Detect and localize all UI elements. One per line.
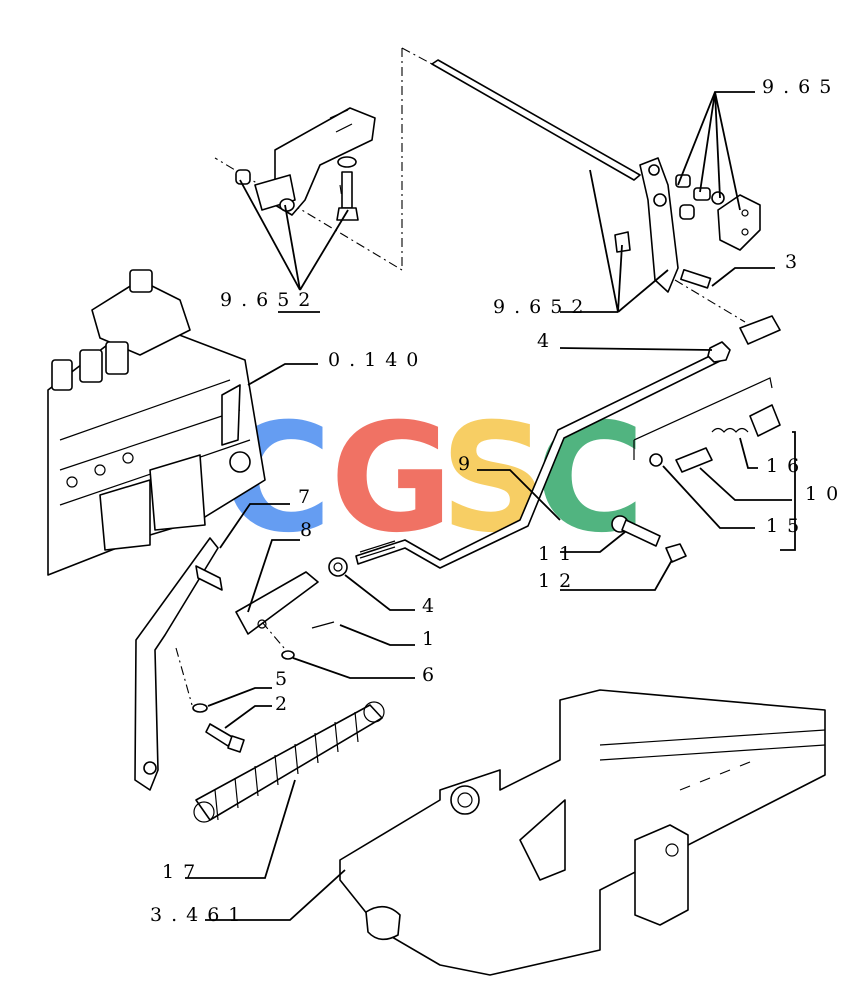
return-spring [193,701,385,823]
pedal-lever [134,537,223,791]
callout-15: 15 [766,515,808,537]
injection-pump [47,269,266,576]
nut-4-top [707,341,731,363]
pin-1-washer-6 [281,621,335,660]
callout-17: 17 [162,861,204,883]
callout-9-652-left: 9.652 [220,289,319,311]
block-8 [235,571,319,635]
callout-6: 6 [422,664,443,686]
leader-lines [185,91,796,921]
callout-5: 5 [275,668,296,690]
callout-10: 10 [805,483,847,505]
ball-joint-11 [611,515,661,547]
bolt-2-and-washer-5 [192,703,245,753]
callout-8: 8 [300,519,321,541]
callout-labels: 9.65 9.652 9.652 3 4 0.140 9 16 10 15 7 … [150,76,847,926]
nut-12 [665,543,687,563]
callout-3: 3 [785,251,806,273]
nut-4-mid [328,557,348,577]
callout-12: 12 [538,570,580,592]
callout-4-top: 4 [537,330,558,352]
upper-rod-and-lever [431,59,712,293]
callout-3-461: 3.461 [150,904,249,926]
callout-1: 1 [422,628,443,650]
callout-9: 9 [458,453,479,475]
mounting-plate [675,174,761,251]
callout-11: 11 [538,543,580,565]
chassis-frame [339,689,826,976]
watermark-letter-g: G [330,392,453,566]
callout-0-140: 0.140 [328,349,427,371]
spring-joint-parts [633,315,781,473]
callout-2: 2 [275,693,296,715]
callout-4-mid: 4 [422,595,443,617]
callout-16: 16 [766,455,808,477]
callout-9-65: 9.65 [762,76,840,98]
upper-left-bracket [235,107,376,221]
callout-9-652-right: 9.652 [493,296,592,318]
callout-7: 7 [298,486,319,508]
